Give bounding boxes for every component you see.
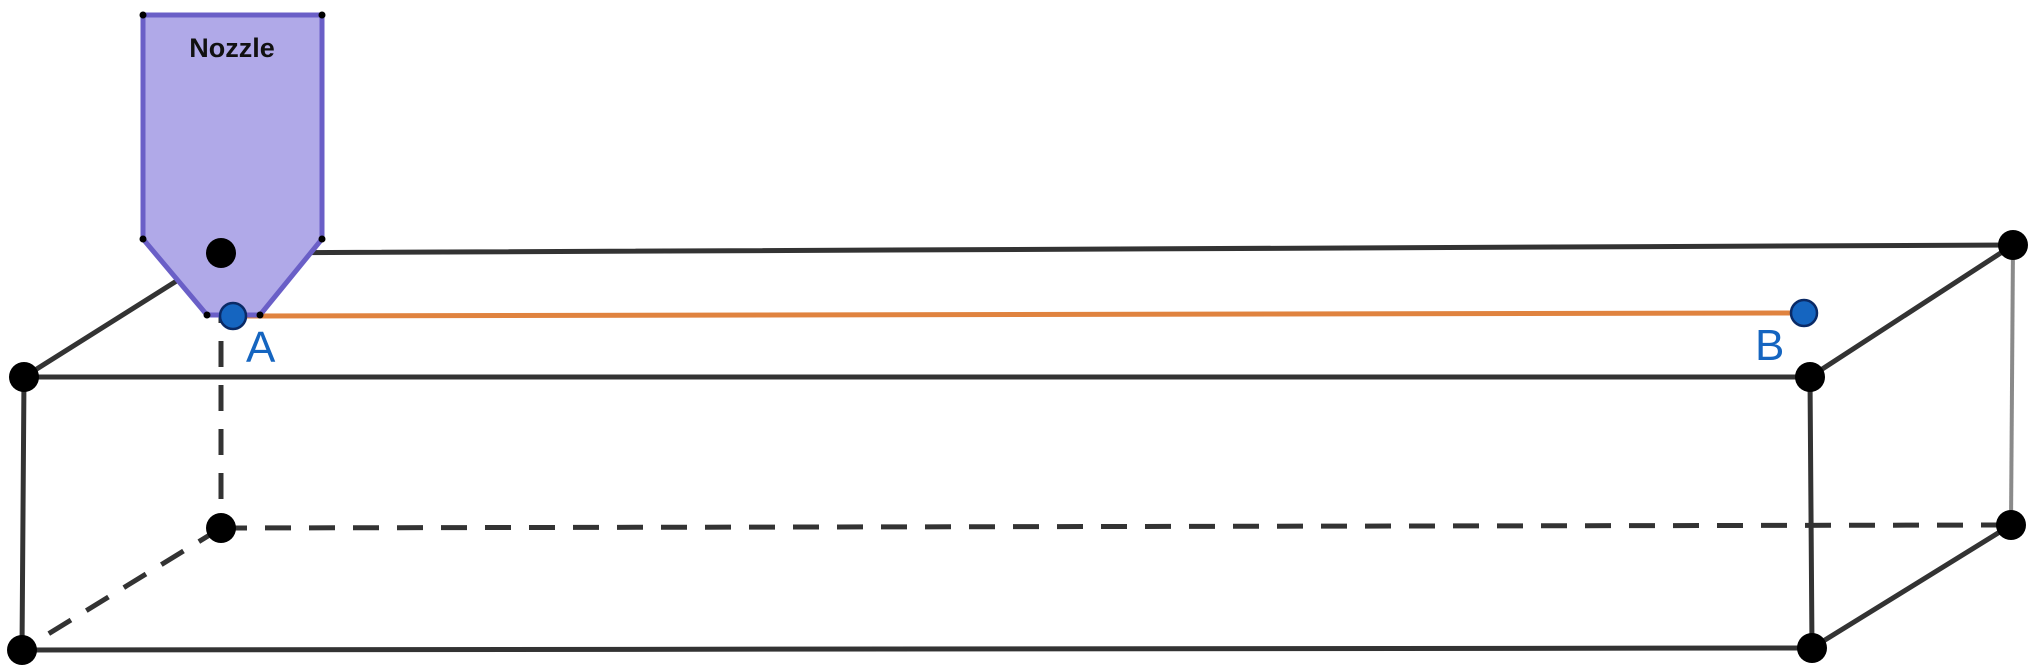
vertex-bottom-back-left — [206, 513, 236, 543]
nozzle-corner-marker — [318, 235, 326, 243]
nozzle-corner-marker — [318, 11, 326, 19]
nozzle-corner-marker — [139, 11, 147, 19]
point-a-marker — [218, 301, 248, 331]
vertex-bottom-back-right — [1996, 510, 2026, 540]
point-a-label: A — [246, 323, 276, 372]
box-vertices — [7, 230, 2028, 665]
extrusion-path — [232, 310, 1805, 319]
edge-bottom-front — [19, 645, 1815, 653]
nozzle-label: Nozzle — [189, 33, 275, 63]
nozzle-corner-marker — [203, 311, 211, 319]
nozzle-corner-marker — [139, 235, 147, 243]
point-a: A — [218, 301, 276, 372]
vertex-top-front-left — [9, 362, 39, 392]
vertex-top-back-left — [206, 238, 236, 268]
edge-top-back — [218, 242, 2016, 256]
point-b: B — [1755, 298, 1819, 370]
vertex-bottom-front-left — [7, 635, 37, 665]
vertex-top-front-right — [1795, 362, 1825, 392]
hidden-edge-back-bottom — [220, 522, 2012, 531]
edge-bottom-right — [1809, 522, 2014, 651]
hidden-edge-left-bottom — [20, 525, 223, 653]
edge-front-right — [1807, 374, 1815, 651]
visible-edges — [19, 242, 2016, 653]
point-b-label: B — [1755, 321, 1784, 370]
nozzle: Nozzle — [139, 11, 326, 319]
vertex-top-back-right — [1998, 230, 2028, 260]
edge-front-left — [19, 374, 27, 653]
edge-top-right — [1807, 242, 2016, 380]
nozzle-corner-marker — [256, 311, 264, 319]
point-b-marker — [1789, 298, 1819, 328]
edge-back-right — [2009, 244, 2015, 526]
vertex-bottom-front-right — [1797, 633, 1827, 663]
